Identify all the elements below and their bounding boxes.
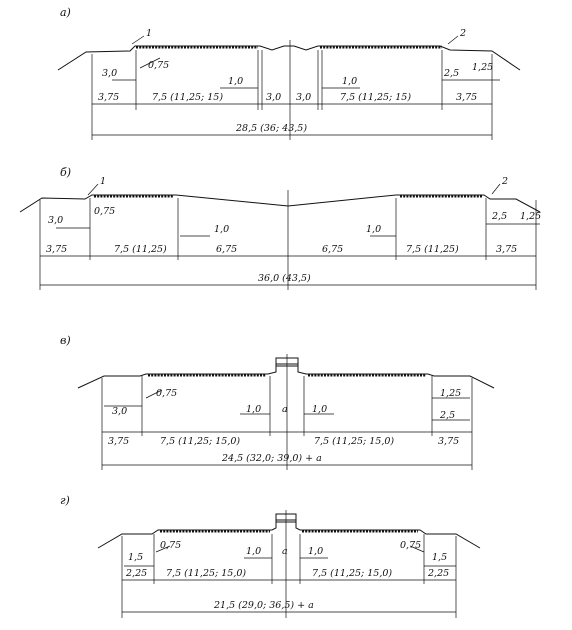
- dim-label: 1,0: [228, 76, 243, 87]
- dim-label: 1,0: [214, 224, 229, 235]
- dim-label: 6,75: [322, 244, 343, 255]
- dim-label: 7,5 (11,25; 15,0): [166, 568, 246, 579]
- dim-label: 3,75: [456, 92, 477, 103]
- dim-label: 2,25: [125, 568, 147, 579]
- dim-label: a: [282, 546, 288, 557]
- dim-label: 7,5 (11,25; 15,0): [312, 568, 392, 579]
- dim-label: 1,0: [366, 224, 381, 235]
- dim-label: 0,75: [156, 388, 177, 399]
- dim-label: a: [282, 404, 288, 415]
- section-v-tag: в): [60, 334, 71, 347]
- section-g: г) 1,5 0,75 1,0 a 1,0 0,75 1,5 2,25 7,5 …: [60, 494, 481, 618]
- section-g-profile: [97, 519, 481, 549]
- marker-1: 1: [146, 28, 152, 39]
- dim-label: 1,0: [312, 404, 327, 415]
- section-g-tag: г): [60, 494, 70, 507]
- section-a-tag: a): [60, 6, 71, 19]
- dim-label: 0,75: [94, 206, 115, 217]
- leader: [145, 389, 163, 399]
- section-v-profile: [77, 363, 495, 389]
- section-b: б) 1 2 3,0 0,75 1,0 1,0 2,5 1,25 3,75 7,…: [19, 166, 541, 290]
- total-width-label: 36,0 (43,5): [258, 273, 311, 284]
- dim-label: 1,0: [342, 76, 357, 87]
- dim-label: 0,75: [400, 540, 421, 551]
- leader: [491, 183, 501, 195]
- dim-label: 3,0: [296, 92, 311, 103]
- dim-label: 1,0: [246, 404, 261, 415]
- dim-label: 2,25: [427, 568, 449, 579]
- total-width-label: 21,5 (29,0; 36,5) + a: [213, 600, 314, 611]
- total-width-label: 28,5 (36; 43,5): [235, 123, 307, 134]
- dim-label: 1,5: [432, 552, 447, 563]
- marker-1: 1: [100, 176, 106, 187]
- leader: [139, 57, 161, 69]
- dim-label: 2,5: [439, 410, 455, 421]
- dim-label: 3,75: [98, 92, 119, 103]
- dim-label: 1,25: [472, 62, 493, 73]
- section-a-profile: [57, 45, 521, 71]
- dim-label: 1,25: [520, 211, 541, 222]
- dim-label: 0,75: [160, 540, 181, 551]
- section-b-tag: б): [60, 166, 71, 179]
- dim-label: 3,0: [112, 406, 127, 417]
- leader: [447, 35, 459, 45]
- dim-label: 7,5 (11,25; 15): [340, 92, 411, 103]
- dim-label: 7,5 (11,25): [114, 244, 167, 255]
- dim-label: 2,5: [491, 211, 507, 222]
- dim-label: 7,5 (11,25): [406, 244, 459, 255]
- dim-label: 1,0: [308, 546, 323, 557]
- dim-label: 7,5 (11,25; 15,0): [314, 436, 394, 447]
- dim-label: 1,0: [246, 546, 261, 557]
- dim-label: 1,25: [440, 388, 461, 399]
- leader: [155, 545, 171, 553]
- dim-label: 6,75: [216, 244, 237, 255]
- dim-label: 7,5 (11,25; 15,0): [160, 436, 240, 447]
- dim-label: 7,5 (11,25; 15): [152, 92, 223, 103]
- dim-label: 3,75: [108, 436, 129, 447]
- dim-label: 3,75: [496, 244, 517, 255]
- leader: [409, 545, 425, 553]
- dim-label: 3,75: [438, 436, 459, 447]
- leader: [131, 35, 145, 45]
- marker-2: 2: [501, 176, 508, 187]
- dim-label: 3,0: [48, 215, 63, 226]
- section-a: a) 1 2 3,0 0,75 1,0 1,0 2,5 1,25 3,75: [57, 6, 521, 140]
- dim-label: 2,5: [443, 68, 459, 79]
- dim-label: 1,5: [128, 552, 143, 563]
- section-v: в) 3,0 0,75 1,0 a 1,0 1,25 2,5 3,75 7,5 …: [60, 334, 495, 470]
- marker-2: 2: [459, 28, 466, 39]
- dim-label: 3,0: [266, 92, 281, 103]
- leader: [87, 183, 99, 196]
- dim-label: 3,0: [102, 68, 117, 79]
- dim-label: 3,75: [46, 244, 67, 255]
- dim-label: 0,75: [148, 60, 169, 71]
- total-width-label: 24,5 (32,0; 39,0) + a: [221, 453, 322, 464]
